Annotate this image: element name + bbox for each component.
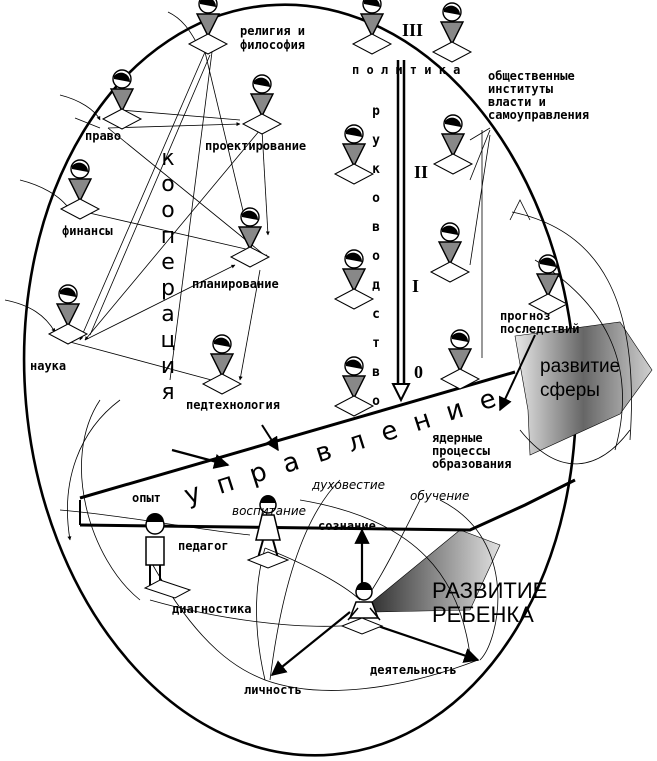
leadership-letter: д [372, 278, 380, 293]
cooperation-letter: о [161, 172, 174, 197]
management-letter: е [475, 384, 499, 417]
upbringing-figure [246, 495, 290, 569]
label-upbringing: воспитание [232, 504, 306, 518]
label-politics: п о л и т и к а [352, 63, 460, 77]
management-letter: в [312, 436, 336, 469]
leadership-letter: в [372, 365, 380, 380]
label-law: право [85, 129, 121, 143]
label-spirituality: духовестие [311, 478, 385, 492]
node-icon-level-2-right [433, 114, 473, 175]
node-icon-pedtech [202, 334, 242, 395]
cooperation-letter: к [161, 146, 174, 171]
label-finance: финансы [62, 224, 113, 238]
leadership-letter: о [372, 249, 380, 264]
label-teacher: педагог [178, 539, 229, 553]
label-experience: опыт [132, 491, 161, 505]
label-learning: обучение [410, 489, 469, 503]
label-consciousness: сознание [318, 519, 376, 533]
management-letter: у [181, 478, 205, 511]
leadership-letter: о [372, 191, 380, 206]
label-science: наука [30, 359, 66, 373]
child-figure [340, 582, 384, 635]
level-zero: 0 [414, 362, 423, 382]
network-lines [69, 51, 491, 386]
cooperation-letter: о [161, 198, 174, 223]
bold-arrows [171, 334, 536, 676]
label-design: проектирование [205, 139, 306, 153]
label-activity: деятельность [370, 663, 457, 677]
level-II: II [414, 162, 428, 182]
teacher-figure [143, 513, 192, 599]
leadership-letter: р [372, 104, 380, 119]
management-letter: и [442, 394, 467, 428]
cooperation-letter: ц [161, 328, 176, 353]
leadership-letter: к [372, 162, 380, 177]
label-pedtech: педтехнология [186, 398, 280, 412]
node-icon-level-1-left [334, 249, 374, 310]
leadership-letter: у [372, 133, 380, 148]
cooperation-letter: р [161, 276, 175, 301]
node-icon-level-2-left [334, 124, 374, 185]
node-icon-politics-1 [352, 0, 392, 55]
management-letter: е [377, 415, 401, 448]
leadership-letter: о [372, 394, 380, 409]
node-icon-finance [60, 159, 100, 220]
node-icon-level-1-right [430, 222, 470, 283]
management-letter: н [409, 404, 434, 438]
node-icon-politics-2 [432, 2, 472, 63]
leadership-letter: с [372, 307, 380, 322]
level-I: I [412, 276, 419, 296]
management-letter: п [213, 467, 238, 501]
label-personality: личность [244, 683, 302, 697]
cooperation-letter: п [161, 224, 175, 249]
node-icon-design [242, 74, 282, 135]
cooperation-letter: я [161, 380, 174, 405]
node-icon-planning [230, 207, 270, 268]
cooperation-letter: е [161, 250, 175, 275]
management-letter: а [279, 446, 303, 479]
node-icon-law [102, 69, 142, 130]
node-icon-level-0-left [334, 356, 374, 417]
level-III: III [402, 20, 423, 40]
node-icon-science [48, 284, 88, 345]
management-letter: р [246, 457, 271, 491]
cooperation-letter: а [161, 302, 174, 327]
leadership-letter: т [372, 336, 380, 351]
leadership-letter: в [372, 220, 380, 235]
cooperation-letter: и [161, 354, 175, 379]
node-icon-level-0-right [440, 329, 480, 390]
label-diagnostics: диагностика [172, 602, 251, 616]
leadership-axis [391, 60, 483, 403]
label-planning: планирование [192, 277, 279, 291]
management-letter: л [344, 425, 369, 459]
